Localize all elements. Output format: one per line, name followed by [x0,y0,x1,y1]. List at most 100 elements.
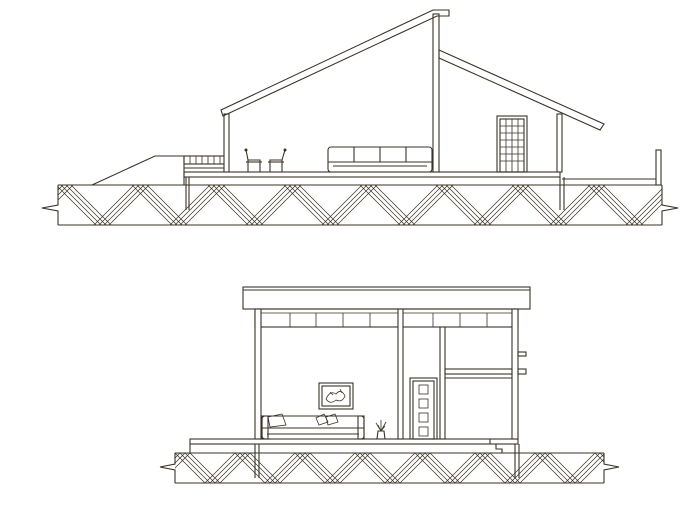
hatch-line [369,185,411,225]
break-left-a [41,185,59,225]
hatch-line [534,453,566,483]
hatch-line [424,453,456,483]
hatch-line [184,185,226,225]
bracket-upper [517,351,527,357]
hatch-line [108,185,150,225]
hatch-line [184,453,216,483]
hatch-line [70,185,112,225]
hatch-line [459,453,491,483]
hatch-line [454,453,486,483]
flat-roof [242,286,531,310]
roof-right-slope [438,49,605,131]
hatch-line [429,453,461,483]
hatch-line [298,185,340,225]
hatch-line [304,453,336,483]
ground-band-b [159,452,660,484]
hatch-line [364,453,396,483]
hatch-line [364,185,406,225]
hatch-line [174,185,216,225]
hatch-line [331,185,373,225]
hatch-line [669,185,698,225]
roof-left-slope [220,9,450,117]
hatch-line [544,453,576,483]
hatch-line [630,453,660,483]
hatch-line [450,185,492,225]
hatch-line [214,453,246,483]
hatch-line [483,185,525,225]
hatch-line [131,185,173,225]
hatch-line [674,185,698,225]
hatch-line [329,453,361,483]
hatch-line [435,185,477,225]
hatch-line [60,185,102,225]
framed-picture [318,382,354,410]
terrace-deck [183,155,229,169]
hatch-line [255,185,297,225]
hatch-line [397,185,439,225]
hatch-line [554,185,596,225]
roof-joists [254,308,519,328]
hatch-line [564,185,606,225]
hatch-line [374,185,416,225]
wall-b-right [511,308,519,440]
hatch-line [103,185,145,225]
earth-slope [91,155,184,186]
hatch-line [519,453,551,483]
hatch-line [549,185,591,225]
sofa-b [261,413,365,440]
hatch-line [309,453,341,483]
hatch-line [339,453,371,483]
hatch-line [321,185,363,225]
hatch-line [179,453,211,483]
hatch-line [412,185,454,225]
door-grid [496,115,528,173]
dining-chairs [244,148,287,172]
hatch-line [511,185,553,225]
ground-hatch-a [58,185,698,225]
ground-band-a [41,184,698,226]
hatch-line [294,453,326,483]
hatch-line [407,185,449,225]
hatch-line [504,453,536,483]
hatch-line [136,185,178,225]
hatch-line [169,185,211,225]
hatch-line [394,453,426,483]
lintel-b [444,368,513,375]
hatch-line [175,453,186,464]
hatch-line [444,453,476,483]
break-left-b [159,453,176,483]
hatch-line [334,453,366,483]
hatch-line [579,458,604,483]
hatch-line [384,453,416,483]
hatch-line [326,185,368,225]
hatch-line [625,453,655,483]
hatch-line [264,453,296,483]
hatch-line [478,185,520,225]
panel-door [409,377,438,440]
hatch-line [484,453,516,483]
hatch-line [98,185,140,225]
hatch-line [219,453,251,483]
hatch-line [369,453,401,483]
hatch-line [414,453,446,483]
hatch-line [605,453,635,483]
hatch-line [212,185,254,225]
hatch-line [445,185,487,225]
hatch-line [473,185,515,225]
hatch-line [204,453,236,483]
hatch-line [602,185,644,225]
hatch-line [58,185,59,186]
hatch-line [324,453,356,483]
hatch-line [141,185,183,225]
roof [220,9,605,131]
hatch-line [336,185,378,225]
hatch-line [58,185,74,201]
steps [440,438,503,453]
hatch-line [587,185,629,225]
hatch-line [592,185,634,225]
section-b [159,286,660,484]
hatch-line [488,185,530,225]
wall-b-left [254,308,262,440]
hatch-line [594,453,604,463]
